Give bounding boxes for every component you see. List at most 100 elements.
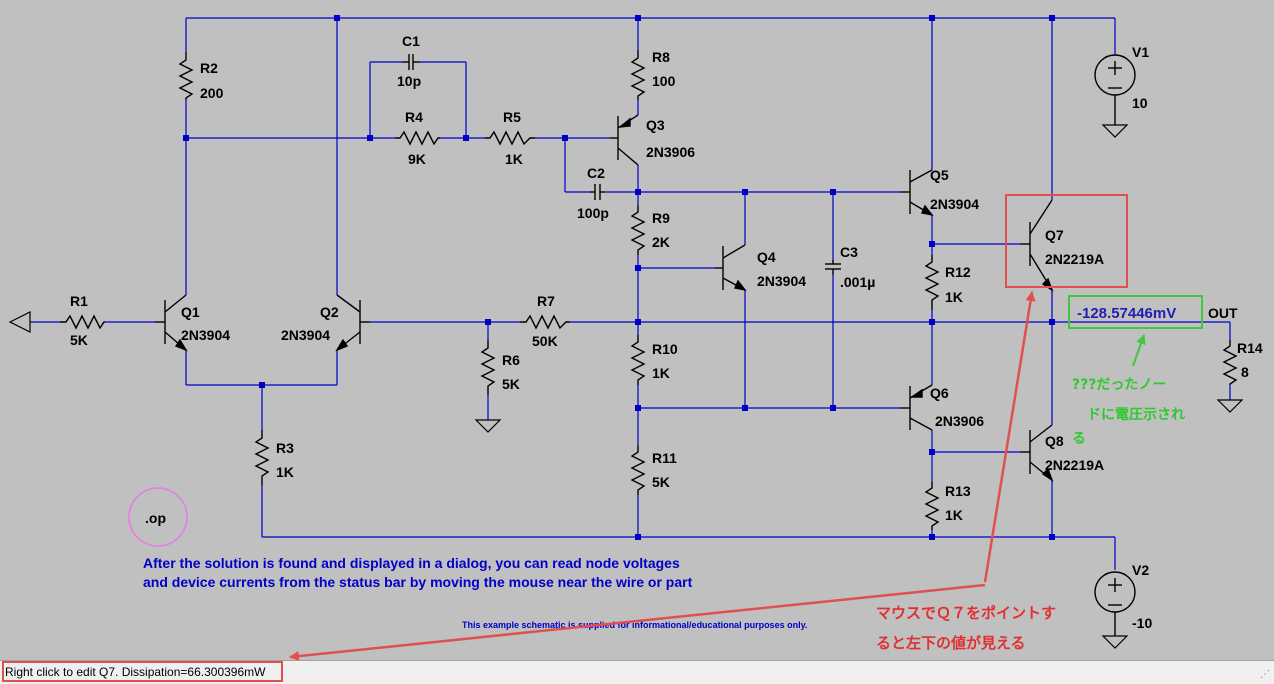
red-arrow-to-q7: [983, 291, 1036, 583]
op-highlight-circle: [128, 487, 188, 547]
q7-highlight-box: [1005, 194, 1128, 288]
green-arrow: [1132, 334, 1146, 367]
ground-icon: [474, 419, 502, 433]
value-q1: 2N3904: [181, 327, 230, 343]
status-highlight-box: [2, 661, 283, 682]
value-v1: 10: [1132, 95, 1148, 111]
value-r3: 1K: [276, 464, 294, 480]
label-r13: R13: [945, 483, 971, 499]
disclaimer: This example schematic is supplied for i…: [462, 620, 807, 630]
label-q2: Q2: [320, 304, 339, 320]
capacitor-c1: [402, 54, 420, 70]
resistor-r4: [395, 130, 440, 146]
status-text: Right click to edit Q7. Dissipation=66.3…: [5, 665, 266, 679]
label-c1: C1: [402, 33, 420, 49]
label-c3: C3: [840, 244, 858, 260]
voltage-readout-box: [1068, 295, 1203, 329]
resistor-r8: [630, 50, 646, 100]
transistor-q5: [900, 169, 934, 217]
label-q6: Q6: [930, 385, 949, 401]
transistor-q8: [1020, 424, 1054, 482]
value-r12: 1K: [945, 289, 963, 305]
value-q2: 2N3904: [281, 327, 330, 343]
value-q3: 2N3906: [646, 144, 695, 160]
transistor-q4: [715, 244, 747, 292]
op-directive[interactable]: .op: [145, 510, 166, 526]
transistor-q3: [610, 114, 639, 166]
value-r6: 5K: [502, 376, 520, 392]
value-r14: 8: [1241, 364, 1249, 380]
label-r8: R8: [652, 49, 670, 65]
value-r2: 200: [200, 85, 224, 101]
label-out: OUT: [1208, 305, 1238, 321]
label-r9: R9: [652, 210, 670, 226]
capacitors[interactable]: [402, 54, 841, 275]
label-q5: Q5: [930, 167, 949, 183]
value-r4: 9K: [408, 151, 426, 167]
label-r14: R14: [1237, 340, 1263, 356]
note-line-1: After the solution is found and displaye…: [143, 555, 680, 571]
resistor-r1: [60, 314, 105, 330]
value-q4: 2N3904: [757, 273, 806, 289]
resistor-r9: [630, 205, 646, 255]
value-r1: 5K: [70, 332, 88, 348]
wires[interactable]: [30, 17, 1231, 570]
status-bar: Right click to edit Q7. Dissipation=66.3…: [0, 660, 1274, 684]
transistor-q2: [335, 294, 370, 352]
note-line-2: and device currents from the status bar …: [143, 574, 693, 590]
ground-symbols: [474, 124, 1244, 649]
label-q3: Q3: [646, 117, 665, 133]
transistor-q7: [1020, 199, 1054, 292]
value-q5: 2N3904: [930, 196, 979, 212]
label-c2: C2: [587, 165, 605, 181]
label-r3: R3: [276, 440, 294, 456]
green-annotation-1: ???だったノー: [1072, 377, 1166, 393]
red-arrow-to-status: [289, 583, 986, 660]
value-q7: 2N2219A: [1045, 251, 1104, 267]
component-labels[interactable]: R1 5K R2 200 R3 1K R4 9K R5 1K R6 5K R7 …: [70, 33, 1263, 631]
value-c3: .001µ: [840, 274, 875, 290]
red-annotation-2: ると左下の値が見える: [876, 634, 1026, 652]
schematic-canvas[interactable]: R1 5K R2 200 R3 1K R4 9K R5 1K R6 5K R7 …: [0, 0, 1274, 660]
resistor-r12: [924, 255, 940, 310]
label-q8: Q8: [1045, 433, 1064, 449]
resize-grip-icon[interactable]: ⋰: [1260, 669, 1270, 680]
label-r4: R4: [405, 109, 423, 125]
value-r5: 1K: [505, 151, 523, 167]
input-port-icon[interactable]: [8, 311, 31, 333]
node-voltage-readout: -128.57446mV: [1077, 305, 1176, 322]
value-r7: 50K: [532, 333, 558, 349]
red-annotation-1: マウスでＱ７をポイントす: [876, 604, 1056, 622]
ground-icon: [1216, 399, 1244, 413]
label-r2: R2: [200, 60, 218, 76]
capacitor-c2: [590, 184, 605, 200]
label-r1: R1: [70, 293, 88, 309]
green-annotation-3: る: [1072, 431, 1086, 447]
voltage-source-v2[interactable]: [1094, 571, 1136, 636]
label-r11: R11: [652, 450, 677, 466]
resistor-r10: [630, 335, 646, 385]
green-annotation-2: ドに電圧示され: [1087, 406, 1185, 423]
value-r13: 1K: [945, 507, 963, 523]
label-q7: Q7: [1045, 227, 1064, 243]
value-r10: 1K: [652, 365, 670, 381]
resistor-r2: [178, 52, 194, 100]
value-r11: 5K: [652, 474, 670, 490]
label-r7: R7: [537, 293, 555, 309]
value-r9: 2K: [652, 234, 670, 250]
junction-dots: [183, 15, 1055, 540]
label-v1: V1: [1132, 44, 1149, 60]
label-q1: Q1: [181, 304, 200, 320]
label-r12: R12: [945, 264, 971, 280]
voltage-source-v1[interactable]: [1094, 54, 1136, 125]
resistor-r6: [480, 340, 496, 395]
label-r6: R6: [502, 352, 520, 368]
resistors[interactable]: [60, 50, 1238, 530]
label-r10: R10: [652, 341, 678, 357]
ground-icon: [1101, 124, 1129, 138]
ground-icon: [1101, 635, 1129, 649]
resistor-r5: [485, 130, 535, 146]
capacitor-c3: [825, 260, 841, 275]
value-v2: -10: [1132, 615, 1152, 631]
value-r8: 100: [652, 73, 676, 89]
